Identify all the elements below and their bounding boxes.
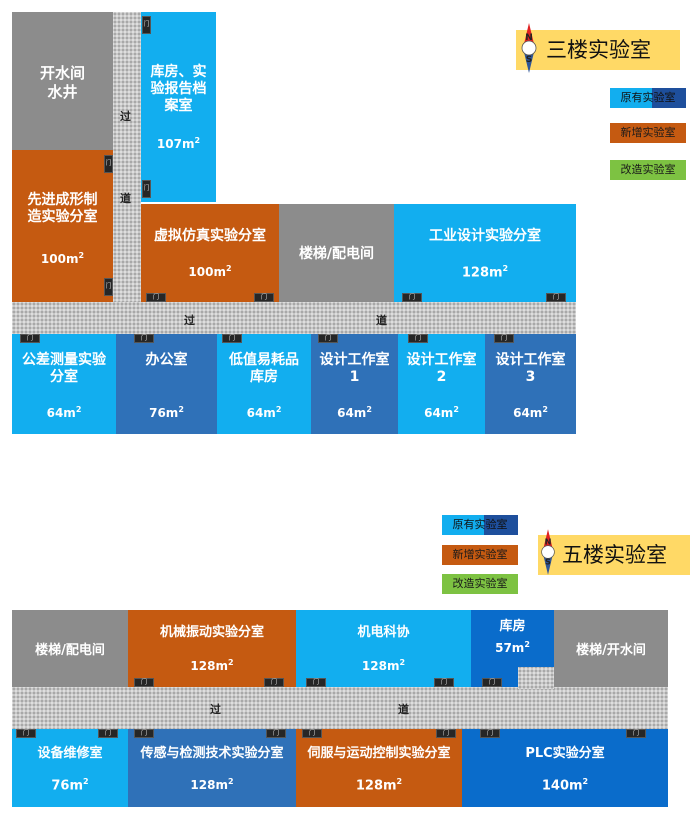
compass-icon: N S: [521, 23, 537, 73]
door-icon: 门: [494, 334, 514, 343]
room-design-studio-3: 设计工作室 3 64m2: [485, 334, 576, 434]
floor5-legend-new: 新增实验室: [442, 545, 518, 565]
door-icon: 门: [134, 678, 154, 687]
room-stairs-power-f3: 楼梯/配电间: [279, 204, 394, 302]
door-icon: 门: [134, 334, 154, 343]
room-water-well: 开水间 水井: [12, 12, 113, 150]
room-stairs-water-f5: 楼梯/开水间: [554, 610, 668, 687]
door-icon: 门: [104, 278, 113, 296]
compass-north-label: N: [525, 33, 533, 43]
floor5-legend-renovated: 改造实验室: [442, 574, 518, 594]
floor5-horizontal-corridor: [12, 687, 668, 729]
floor3-vcorridor-char-2: 道: [120, 192, 131, 205]
door-icon: 门: [134, 729, 154, 738]
floor5-title: 五楼实验室: [538, 535, 690, 575]
room-storage-f5: 库房 57m2: [471, 610, 554, 667]
door-icon: 门: [222, 334, 242, 343]
door-icon: 门: [318, 334, 338, 343]
room-sensing-detection: 传感与检测技术实验分室 128m2: [128, 729, 296, 807]
door-icon: 门: [402, 293, 422, 302]
room-electromechanical-association: 机电科协 128m2: [296, 610, 471, 687]
floor3-legend-existing: 原有实验室: [610, 88, 686, 108]
door-icon: 门: [434, 678, 454, 687]
door-icon: 门: [142, 16, 151, 34]
room-industrial-design: 工业设计实验分室 128m2: [394, 204, 576, 302]
room-design-studio-1: 设计工作室 1 64m2: [311, 334, 398, 434]
door-icon: 门: [546, 293, 566, 302]
room-servo-motion-control: 伺服与运动控制实验分室 128m2: [296, 729, 462, 807]
room-storage-archive: 库房、实 验报告档 案室 107m2: [141, 12, 216, 202]
door-icon: 门: [626, 729, 646, 738]
door-icon: 门: [142, 180, 151, 198]
floor5-corridor-notch: [518, 665, 554, 689]
room-consumables-storage: 低值易耗品 库房 64m2: [217, 334, 311, 434]
room-stairs-power-f5: 楼梯/配电间: [12, 610, 128, 687]
floor3-hcorridor-char-1: 过: [184, 314, 195, 327]
door-icon: 门: [302, 729, 322, 738]
floor3-title: 三楼实验室: [516, 30, 680, 70]
floor3-hcorridor-char-2: 道: [376, 314, 387, 327]
door-icon: 门: [254, 293, 274, 302]
floor5-hcorridor-char-2: 道: [398, 703, 409, 716]
compass-icon: N S: [541, 529, 555, 575]
floor5-legend-existing: 原有实验室: [442, 515, 518, 535]
door-icon: 门: [146, 293, 166, 302]
door-icon: 门: [480, 729, 500, 738]
room-virtual-simulation: 虚拟仿真实验分室 100m2: [141, 204, 279, 302]
door-icon: 门: [20, 334, 40, 343]
compass-south-label: S: [526, 55, 532, 65]
room-mechanical-vibration: 机械振动实验分室 128m2: [128, 610, 296, 687]
room-plc: PLC实验分室 140m2: [462, 729, 668, 807]
room-design-studio-2: 设计工作室 2 64m2: [398, 334, 485, 434]
room-advanced-forming: 先进成形制 造实验分室 100m2: [12, 150, 113, 302]
floor3-horizontal-corridor: [12, 302, 576, 334]
floor3-legend-new: 新增实验室: [610, 123, 686, 143]
floor5-hcorridor-char-1: 过: [210, 703, 221, 716]
door-icon: 门: [436, 729, 456, 738]
floor3-legend-renovated: 改造实验室: [610, 160, 686, 180]
door-icon: 门: [482, 678, 502, 687]
door-icon: 门: [266, 729, 286, 738]
room-office: 办公室 76m2: [116, 334, 217, 434]
compass-north-label: N: [545, 537, 552, 547]
door-icon: 门: [16, 729, 36, 738]
compass-south-label: S: [545, 557, 551, 567]
door-icon: 门: [98, 729, 118, 738]
floor3-vcorridor-char-1: 过: [120, 110, 131, 123]
door-icon: 门: [306, 678, 326, 687]
floor3-vertical-corridor: [113, 12, 141, 304]
room-tolerance-measurement: 公差测量实验 分室 64m2: [12, 334, 116, 434]
room-equipment-maintenance: 设备维修室 76m2: [12, 729, 128, 807]
door-icon: 门: [104, 155, 113, 173]
door-icon: 门: [408, 334, 428, 343]
door-icon: 门: [264, 678, 284, 687]
